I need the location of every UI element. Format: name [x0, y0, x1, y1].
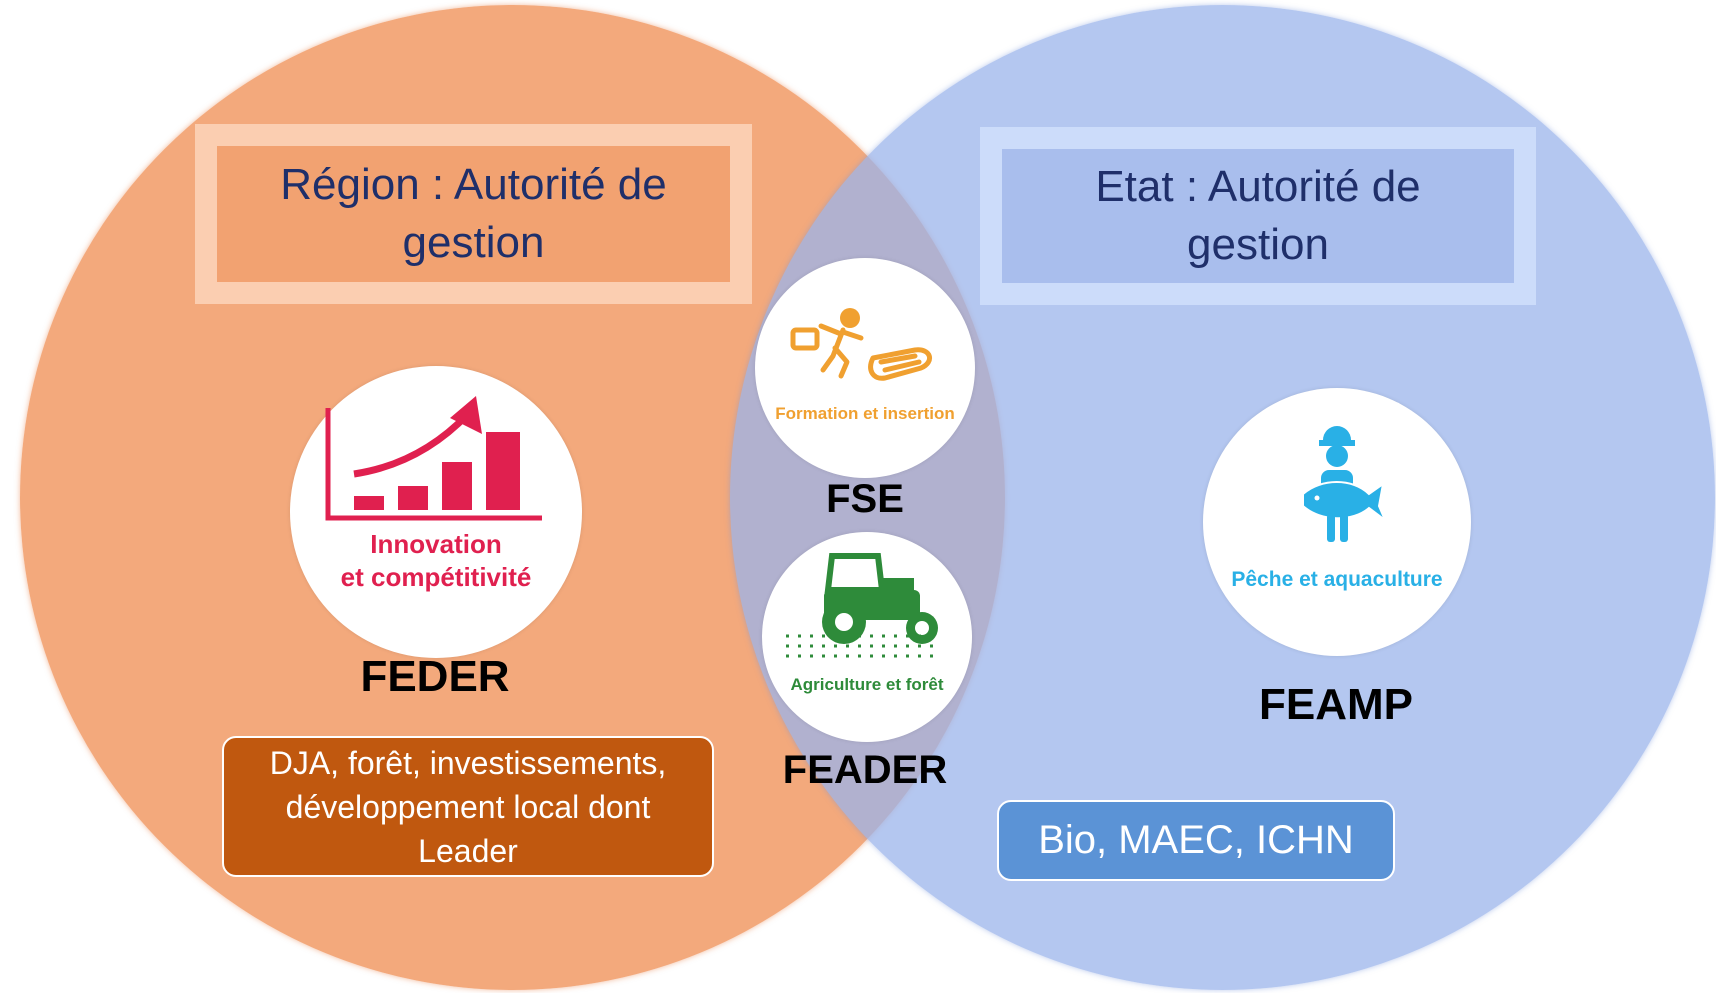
- feamp-icon-label: Pêche et aquaculture: [1231, 568, 1443, 591]
- fse-label: FSE: [826, 477, 904, 521]
- fse-disc: Formation et insertion: [755, 258, 975, 478]
- feader-label: FEADER: [782, 748, 948, 792]
- fse-icon-label: Formation et insertion: [775, 404, 955, 423]
- state-measures-text: Bio, MAEC, ICHN: [1038, 818, 1354, 862]
- runner-hand-icon: [790, 308, 932, 381]
- state-measures-box: Bio, MAEC, ICHN: [997, 800, 1395, 881]
- state-authority-box: Etat : Autorité de gestion: [980, 127, 1536, 305]
- region-measures-text: DJA, forêt, investissements, développeme…: [269, 744, 667, 869]
- feder-label: FEDER: [360, 652, 510, 701]
- feader-icon-label: Agriculture et forêt: [790, 675, 944, 694]
- state-authority-label: Etat : Autorité de gestion: [1095, 162, 1421, 269]
- feder-disc: Innovation et compétitivité: [290, 366, 582, 658]
- feder-icon-label-1: Innovation: [370, 529, 502, 559]
- region-measures-box: DJA, forêt, investissements, développeme…: [222, 736, 714, 877]
- region-authority-label: Région : Autorité de gestion: [280, 160, 667, 267]
- tractor-icon: [786, 553, 942, 658]
- region-authority-box: Région : Autorité de gestion: [195, 124, 752, 304]
- feamp-label: FEAMP: [1259, 680, 1413, 729]
- rising-chart-icon: [325, 396, 542, 521]
- feder-icon-label-2: et compétitivité: [340, 562, 532, 592]
- feader-disc: Agriculture et forêt: [762, 532, 972, 742]
- feamp-disc: Pêche et aquaculture: [1203, 388, 1471, 656]
- fisherman-icon: [1302, 426, 1388, 542]
